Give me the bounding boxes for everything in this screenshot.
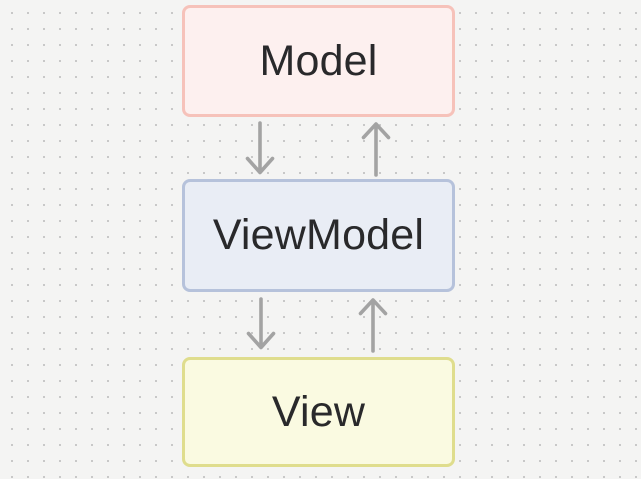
node-model-label: Model <box>259 36 378 85</box>
arrow-viewmodel-to-model-up-icon[interactable] <box>361 122 391 177</box>
arrow-model-to-viewmodel-down-icon[interactable] <box>245 121 275 175</box>
arrow-viewmodel-to-view-down-icon[interactable] <box>246 297 276 350</box>
node-view[interactable]: View <box>182 357 455 467</box>
node-model[interactable]: Model <box>182 5 455 117</box>
node-viewmodel-label: ViewModel <box>212 211 425 259</box>
node-view-label: View <box>271 387 366 436</box>
node-viewmodel[interactable]: ViewModel <box>182 179 455 292</box>
arrow-view-to-viewmodel-up-icon[interactable] <box>358 298 388 353</box>
